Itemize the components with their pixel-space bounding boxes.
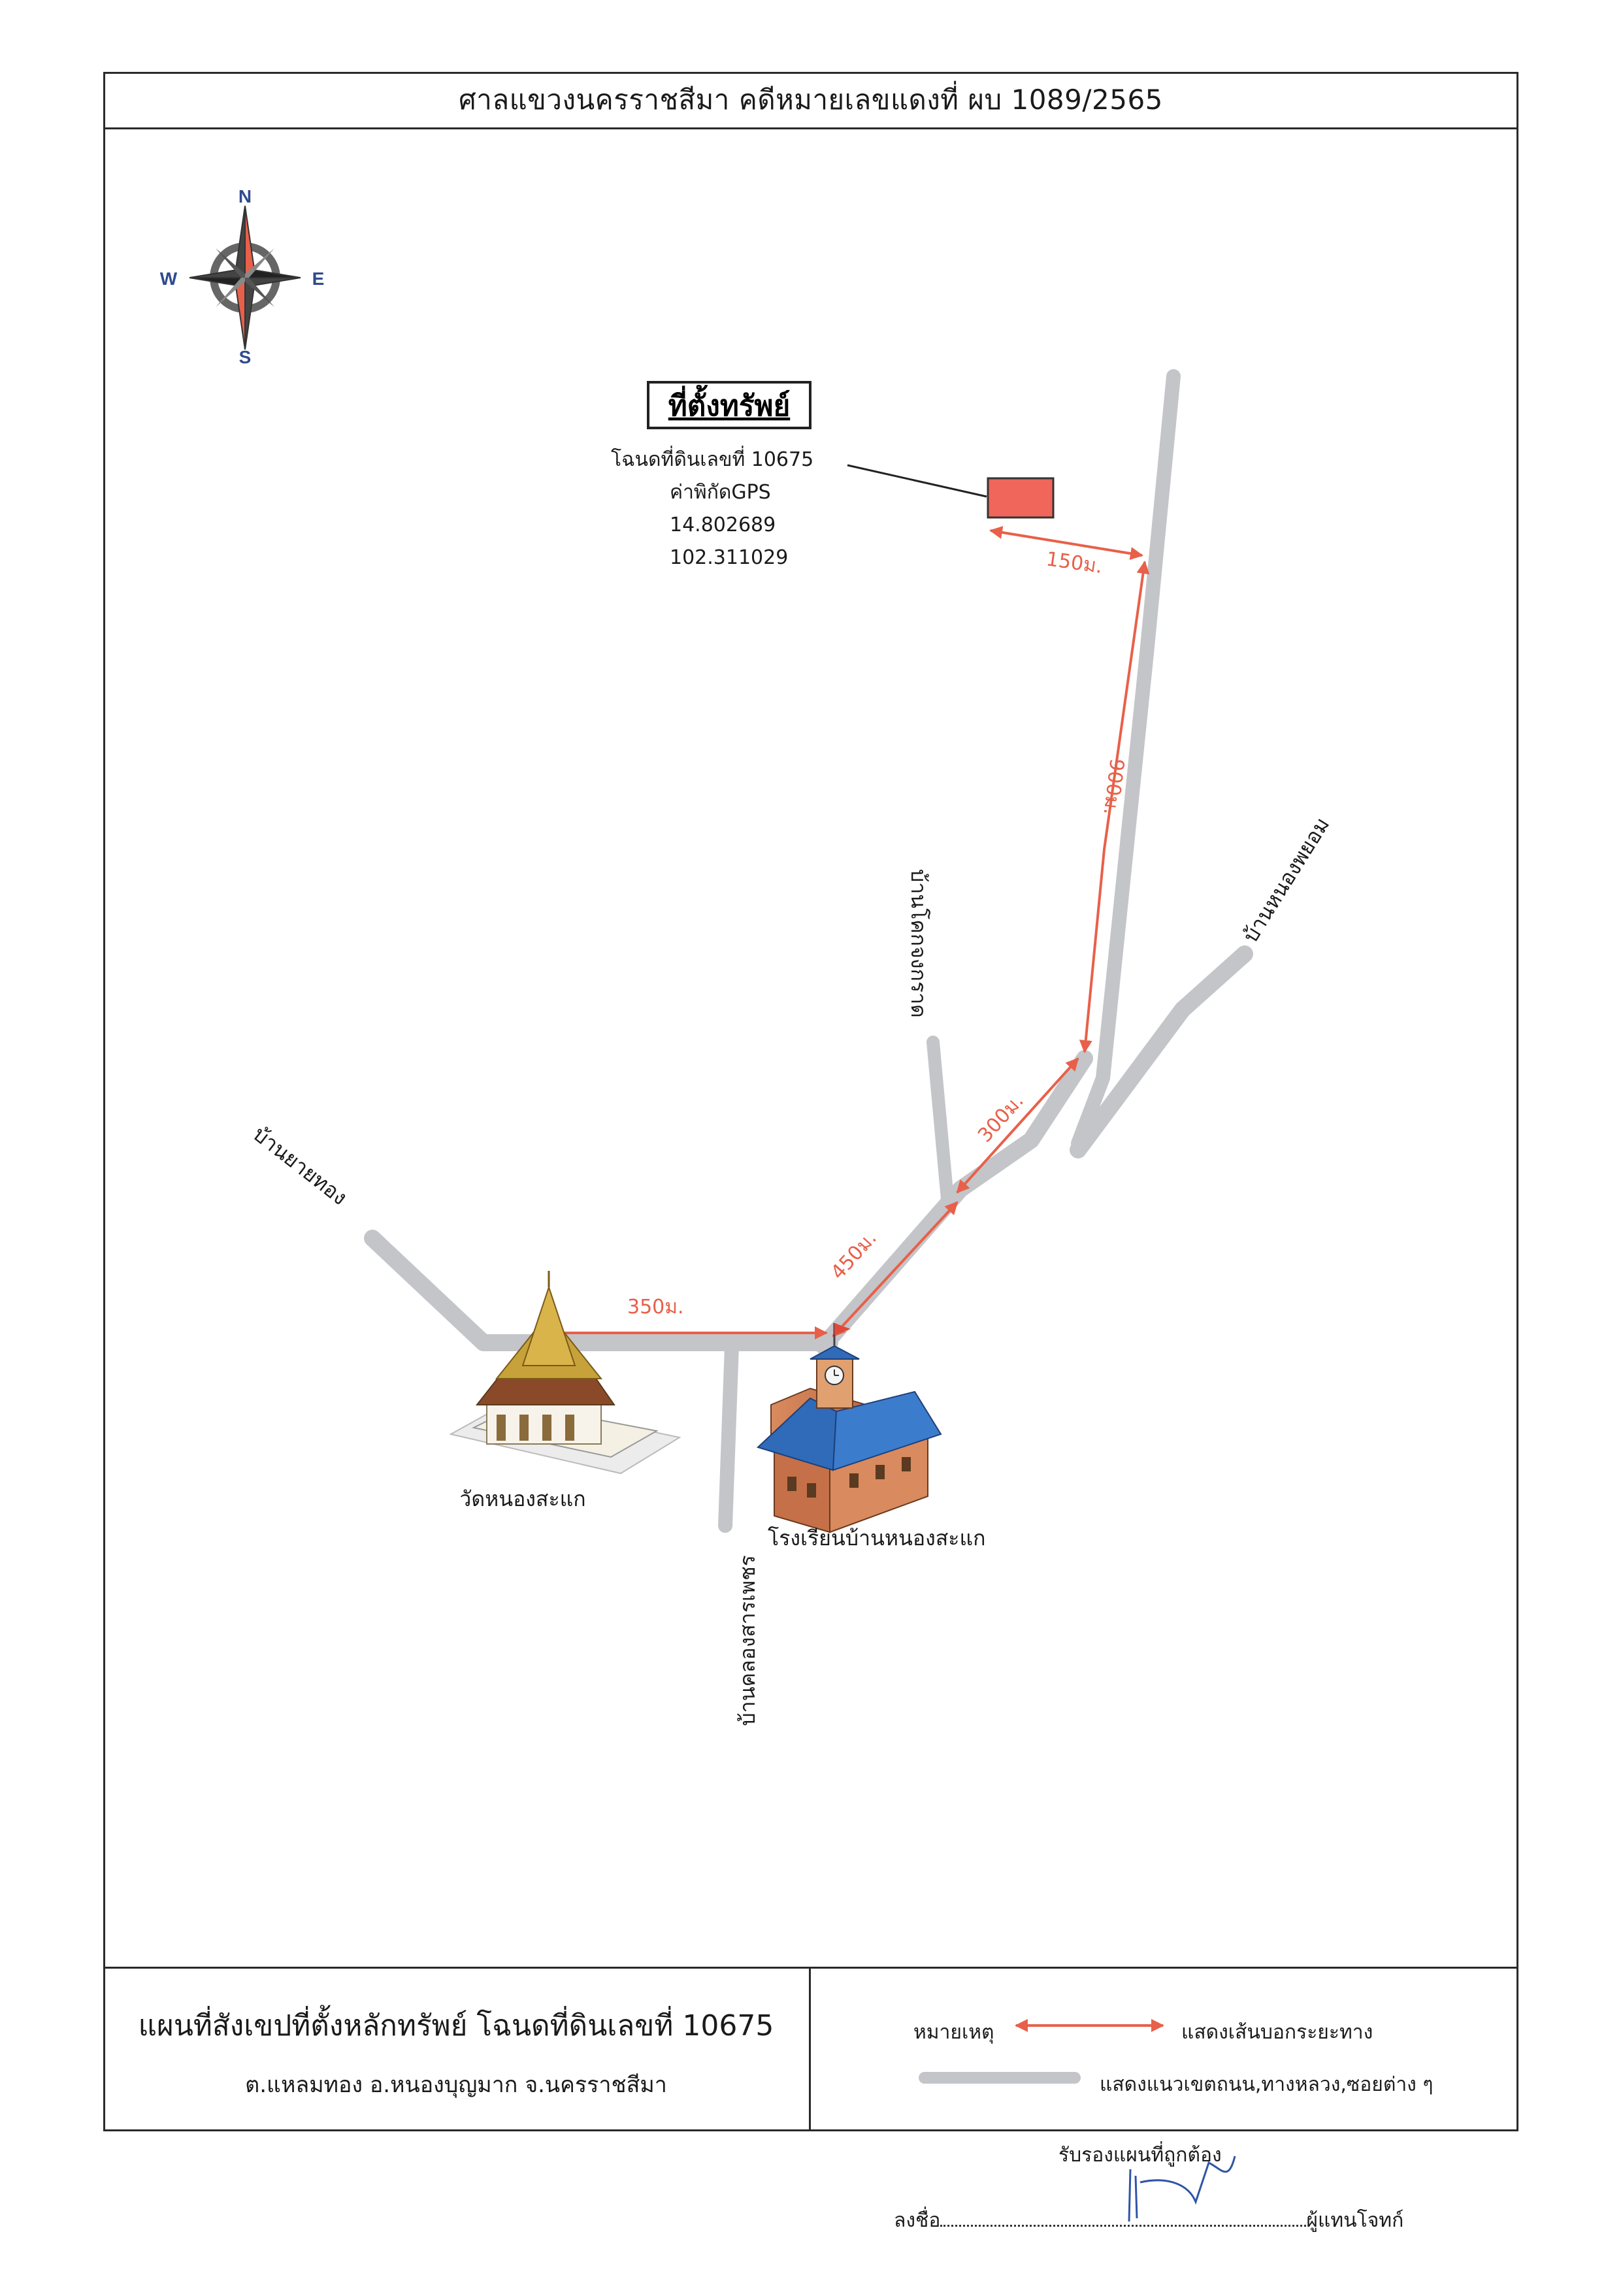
property-heading-box bbox=[647, 381, 812, 429]
gps-lon: 102.311029 bbox=[670, 546, 788, 569]
road-west bbox=[364, 1230, 838, 1351]
deed-number: โฉนดที่ดินเลขที่ 10675 bbox=[611, 446, 813, 471]
property-heading: ที่ตั้งทรัพย์ bbox=[668, 384, 790, 423]
signature-dots bbox=[940, 2209, 1307, 2227]
route-450 bbox=[832, 1201, 959, 1337]
signature-mark bbox=[1128, 2156, 1236, 2222]
property-info: โฉนดที่ดินเลขที่ 10675 ค่าพิกัดGPS 14.80… bbox=[611, 446, 813, 569]
gps-lat: 14.802689 bbox=[670, 514, 776, 536]
footer-panel: แผนที่สังเขปที่ตั้งหลักทรัพย์ โฉนดที่ดิน… bbox=[103, 1967, 1518, 2131]
place-yai-thong: บ้านยายทอง bbox=[248, 1121, 352, 1210]
compass-s: S bbox=[239, 347, 252, 367]
road-khok-krat bbox=[926, 1036, 954, 1205]
gps-label: ค่าพิกัดGPS bbox=[670, 481, 771, 504]
place-nong-phayom: บ้านหนองพยอม bbox=[1238, 813, 1335, 947]
distance-350: 350ม. bbox=[627, 1296, 684, 1319]
legend-road-label: แสดงแนวเขตถนน,ทางหลวง,ซอยต่าง ๆ bbox=[1100, 2073, 1434, 2096]
deed-pointer bbox=[847, 464, 987, 498]
compass-labels: N S E W bbox=[160, 186, 325, 367]
distance-150: 150ม. bbox=[1045, 548, 1104, 578]
road-khlong-san-phet bbox=[718, 1339, 739, 1533]
legend-route-label: แสดงเส้นบอกระยะทาง bbox=[1181, 2021, 1373, 2044]
compass-rose-icon bbox=[189, 205, 301, 350]
temple-icon bbox=[449, 1271, 681, 1475]
map-frame bbox=[103, 72, 1518, 2131]
case-title: ศาลแขวงนครราชสีมา คดีหมายเลขแดงที่ ผบ 10… bbox=[459, 83, 1163, 116]
road-network bbox=[364, 369, 1253, 1533]
property-parcel bbox=[987, 477, 1055, 519]
route-lines bbox=[534, 526, 1150, 1339]
legend-key: หมายเหตุ bbox=[913, 2021, 994, 2044]
case-header: ศาลแขวงนครราชสีมา คดีหมายเลขแดงที่ ผบ 10… bbox=[103, 72, 1518, 129]
route-900 bbox=[1079, 561, 1150, 1053]
signature-line: ลงชื่อ ผู้แทนโจทก์ bbox=[894, 2205, 1403, 2236]
footer-title: แผนที่สังเขปที่ตั้งหลักทรัพย์ โฉนดที่ดิน… bbox=[138, 2009, 774, 2042]
route-150 bbox=[989, 526, 1143, 560]
place-khok-krat: บ้านโคกจงกราด bbox=[906, 869, 931, 1018]
road-nong-phayom bbox=[1070, 945, 1253, 1158]
route-300 bbox=[956, 1057, 1079, 1194]
compass-n: N bbox=[238, 186, 252, 206]
sign-suffix: ผู้แทนโจทก์ bbox=[1306, 2209, 1404, 2232]
place-khlong-san-phet: บ้านคลองสารเพชร bbox=[735, 1555, 760, 1726]
school-icon bbox=[757, 1323, 942, 1533]
school-label: โรงเรียนบ้านหนองสะแก bbox=[768, 1526, 985, 1550]
distance-labels: 150ม. 900ม. 300ม. 450ม. 350ม. bbox=[627, 548, 1128, 1319]
distance-450: 450ม. bbox=[827, 1227, 881, 1285]
compass-e: E bbox=[312, 269, 325, 289]
temple-label: วัดหนองสะแก bbox=[459, 1486, 585, 1511]
compass-w: W bbox=[160, 269, 178, 289]
footer-location: ต.แหลมทอง อ.หนองบุญมาก จ.นครราชสีมา bbox=[245, 2072, 667, 2098]
certify-text: รับรองแผนที่ถูกต้อง bbox=[1058, 2144, 1222, 2167]
sign-prefix: ลงชื่อ bbox=[894, 2209, 941, 2232]
footer-divider bbox=[809, 1969, 811, 2131]
